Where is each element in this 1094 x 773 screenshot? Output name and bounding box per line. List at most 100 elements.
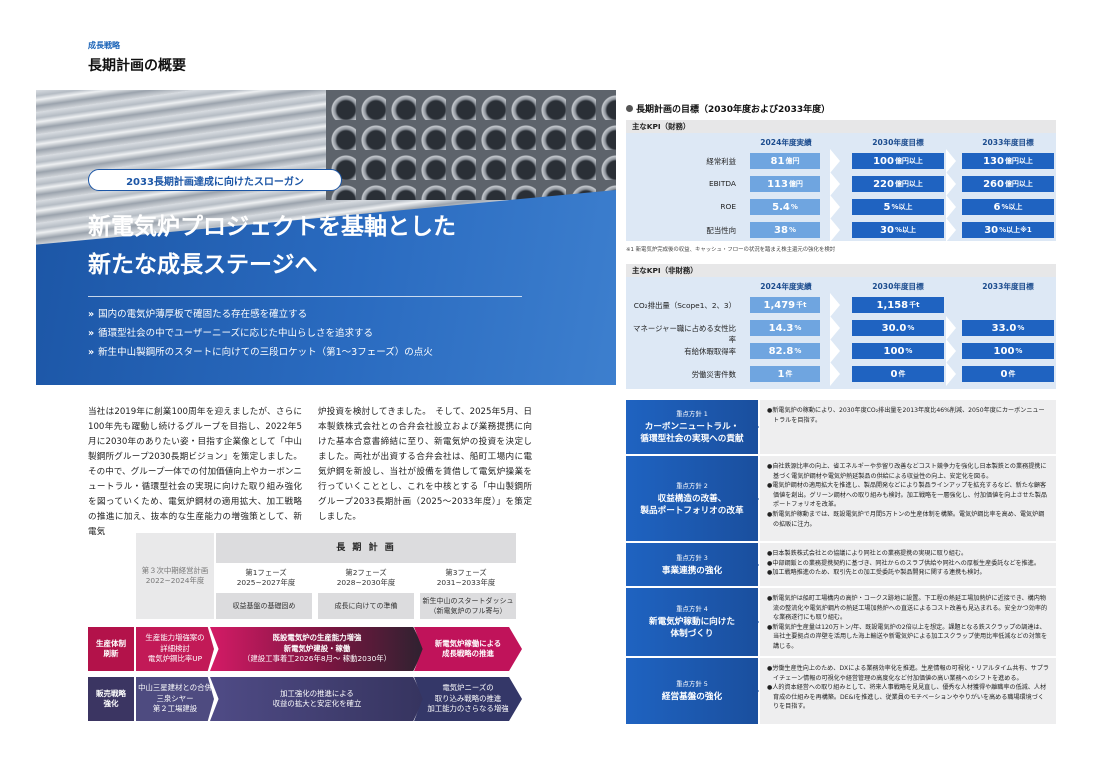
triangle-right-icon — [752, 420, 759, 434]
policy-4-details: ●新電気炉は船町工場構内の高炉・コークス跡地に設置。下工程の熱延工場加熱炉に近接… — [760, 588, 1056, 656]
double-chevron-icon: » — [88, 347, 95, 358]
chevron-right-icon — [946, 172, 956, 196]
financial-kpi-note: ※1 新電気炉完成後の収益、キャッシュ・フローの状況を踏まえ株主還元の強化を検討 — [626, 247, 836, 253]
policy-detail-item: ●新電気炉は船町工場構内の高炉・コークス跡地に設置。下工程の熱延工場加熱炉に近接… — [767, 595, 1048, 622]
policy-title: 収益構造の改善、 製品ポートフォリオの改革 — [640, 493, 744, 516]
nonfinancial-kpi-band: 主なKPI（非財務） — [626, 264, 1056, 277]
kpi-number: 0 — [890, 368, 898, 380]
kpi-number: 5 — [883, 201, 891, 213]
kpi-number: 0 — [1000, 368, 1008, 380]
chevron-right-icon — [830, 362, 840, 386]
kpi-number: 82.8 — [768, 345, 794, 357]
nonfin-actual-value: 82.8% — [750, 343, 820, 359]
nonfin-t2033-value: 100% — [962, 343, 1054, 359]
section-label: 成長戦略 — [88, 41, 120, 50]
policy-detail-item: ●新電気炉の稼動により、2030年度CO₂排出量を2013年度比46%削減、20… — [767, 407, 1045, 424]
kpi-number: 100 — [993, 345, 1015, 357]
kpi-unit: % — [1017, 324, 1025, 332]
kpi-number: 30 — [984, 224, 999, 236]
nonfin-row-label: 有給休暇取得率 — [684, 347, 736, 356]
long-plan-header: 長 期 計 画 — [216, 533, 516, 563]
chevron-right-icon — [946, 316, 956, 340]
policy-title: 事業連携の強化 — [661, 565, 723, 576]
slogan-bullet: »国内の電気炉薄厚板で確固たる存在感を確立する — [88, 305, 433, 324]
policy-1-header: 重点方針 1 カーボンニュートラル・ 循環型社会の実現への貢献 — [626, 400, 758, 454]
row-label-sales: 販売戦略 強化 — [88, 677, 134, 721]
double-chevron-icon: » — [88, 309, 95, 320]
slogan-bullets: »国内の電気炉薄厚板で確固たる存在感を確立する »循環型社会の中でユーザーニーズ… — [88, 305, 433, 362]
kpi-unit: 件 — [785, 370, 793, 378]
chevron-right-icon — [830, 293, 840, 317]
double-chevron-icon: » — [88, 328, 95, 339]
chevron-right-icon — [830, 316, 840, 340]
policy-tag: 重点方針 1 — [676, 410, 708, 418]
kpi-unit: 億円以上 — [894, 157, 923, 165]
kpi-unit: 億円以上 — [894, 180, 923, 188]
kpi-unit: % — [794, 347, 802, 355]
policy-2-header: 重点方針 2 収益構造の改善、 製品ポートフォリオの改革 — [626, 456, 758, 541]
policy-detail-item: ●労働生産性向上のため、DXによる業務効率化を推進。生産情報の可視化・リアルタイ… — [767, 665, 1049, 682]
kpi-unit: 億円以上 — [1004, 180, 1033, 188]
slogan-bullet: »循環型社会の中でユーザーニーズに応じた中山らしさを追求する — [88, 324, 433, 343]
kpi-number: 30 — [880, 224, 894, 236]
kpi-number: 113 — [767, 178, 788, 190]
policy-title: 新電気炉稼動に向けた 体制づくり — [649, 617, 735, 639]
sales-phase3-bar: 電気炉ニーズの 取り込み戦略の推進 加工能力のさらなる増強 — [414, 677, 522, 721]
nonfin-t2033-value: 33.0% — [962, 320, 1054, 336]
kpi-number: 260 — [983, 178, 1004, 190]
policy-tag: 重点方針 3 — [676, 553, 708, 562]
slogan-bullet: »新生中山製鋼所のスタートに向けての三段ロケット（第1～3フェーズ）の点火 — [88, 343, 433, 362]
kpi-unit: % — [794, 324, 802, 332]
chevron-right-icon — [946, 362, 956, 386]
policy-detail-item: ●新電気炉生産量は120万トン/年、既設電気炉の2倍以上を想定。課題となる鉄スク… — [767, 623, 1048, 650]
kpi-unit: %以上 — [891, 203, 913, 211]
kpi-unit: 億円以上 — [1004, 157, 1033, 165]
kpi-number: 14.3 — [768, 322, 794, 334]
fin-t2030-value: 30%以上 — [852, 222, 944, 238]
policy-2-details: ●自社鉄源比率の向上、省エネルギーや歩留り改善などコスト競争力を強化し日本製鉄と… — [760, 456, 1056, 541]
policy-title: カーボンニュートラル・ 循環型社会の実現への貢献 — [640, 422, 744, 444]
fin-row-label: EBITDA — [708, 179, 736, 188]
fin-t2030-value: 5%以上 — [852, 199, 944, 215]
nonfin-t2030-value: 100% — [852, 343, 944, 359]
nonfin-row-label: マネージャー職に占める女性比率 — [633, 324, 736, 344]
page-title: 長期計画の概要 — [88, 58, 186, 74]
phase-3-theme: 新生中山のスタートダッシュ （新電気炉のフル寄与） — [420, 593, 516, 619]
phase-1-theme: 収益基盤の基礎固め — [216, 593, 312, 619]
chevron-right-icon — [946, 339, 956, 363]
kpi-number: 1,479 — [763, 299, 796, 311]
policy-detail-item: ●人的資本経営への取り組みとして、将来人事戦略を見見直し、優秀な人材獲得や離職率… — [767, 684, 1047, 711]
row-label-production: 生産体制 刷新 — [88, 627, 134, 671]
hero-banner — [36, 90, 616, 385]
chevron-right-icon — [946, 149, 956, 173]
phase-2-theme: 成長に向けての準備 — [318, 593, 414, 619]
policy-title: 経営基盤の強化 — [661, 692, 723, 702]
policy-5-details: ●労働生産性向上のため、DXによる業務効率化を推進。生産情報の可視化・リアルタイ… — [760, 658, 1056, 724]
kpi-number: 33.0 — [991, 322, 1017, 334]
kpi-number: 5.4 — [772, 201, 790, 213]
kpi-number: 38 — [774, 224, 788, 236]
policy-tag: 重点方針 4 — [676, 605, 708, 613]
kpi-unit: 億円 — [785, 157, 800, 165]
pipe-ends-photo — [326, 90, 616, 200]
kpi-unit: % — [907, 324, 915, 332]
fin-col-head: 2024年度実績 — [760, 138, 812, 147]
policy-tag: 重点方針 2 — [676, 481, 708, 490]
nonfin-actual-value: 14.3% — [750, 320, 820, 336]
kpi-unit: % — [788, 226, 796, 234]
policy-detail-item: ●電気炉鋼材の適用拡大を推進し、製品開発などにより製品ラインアップを拡充するなど… — [767, 482, 1047, 509]
fin-col-head: 2030年度目標 — [872, 138, 924, 147]
policy-3-header: 重点方針 3 事業連携の強化 — [626, 543, 758, 586]
chevron-right-icon — [830, 195, 840, 219]
triangle-right-icon — [752, 684, 759, 698]
financial-kpi-band: 主なKPI（財務） — [626, 120, 1056, 133]
policy-detail-item: ●新電気炉稼動までは、既設電気炉で月間5万トンの生産体制を構築。電気炉鋼比率を高… — [767, 510, 1045, 528]
